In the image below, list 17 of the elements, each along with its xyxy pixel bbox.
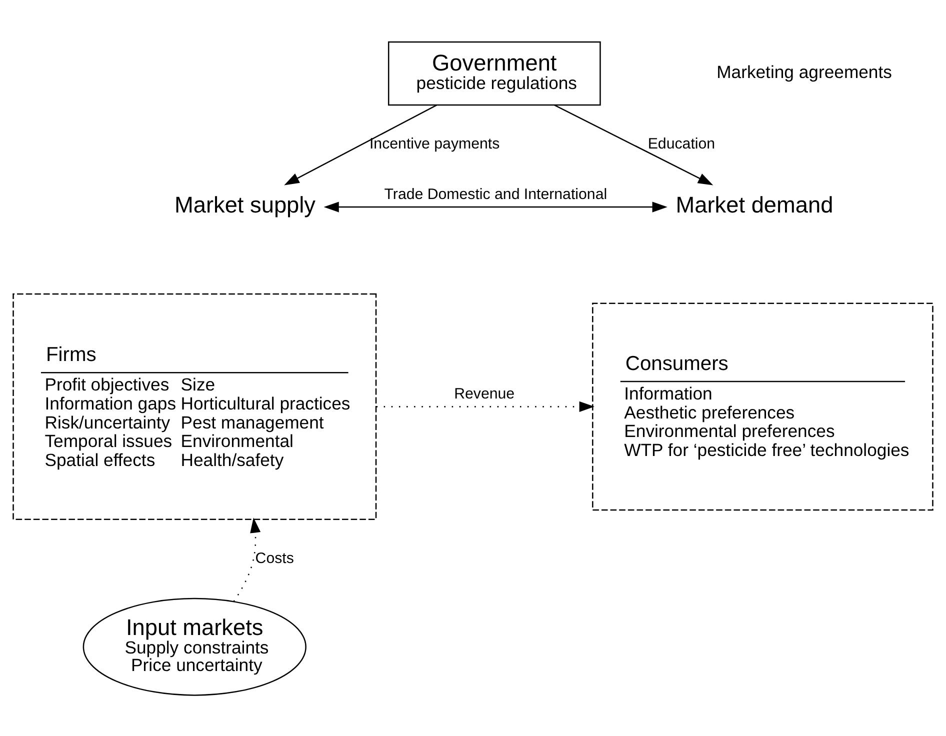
node-text: Market demand [676,191,834,218]
node-box: Consumers Information Aesthetic preferences Environmental preferences WTP for ‘pesticide free’ technologies [592,302,934,510]
node-box: Firms Profit objectives Information gaps Risk/uncertainty Temporal issues Spatial effects Size Horticultural practices Pest management Environmental Health/safety [12,292,377,520]
arrow [554,104,714,185]
arrow [284,104,437,185]
edge-label: Revenue [454,385,515,402]
node-text: Market supply [174,191,316,218]
edge-label: Education [648,135,716,152]
arrow [233,517,261,602]
arrow [376,400,594,412]
edge-label: Trade Domestic and International [384,185,608,202]
node-box: Government pesticide regulations [388,40,601,106]
node-ellipse: Input markets Supply constraints Price uncertainty [82,597,306,696]
edge-label: Costs [255,549,294,566]
arrow [324,201,668,212]
edge-label: Incentive payments [369,135,500,152]
label: Marketing agreements [716,62,892,82]
